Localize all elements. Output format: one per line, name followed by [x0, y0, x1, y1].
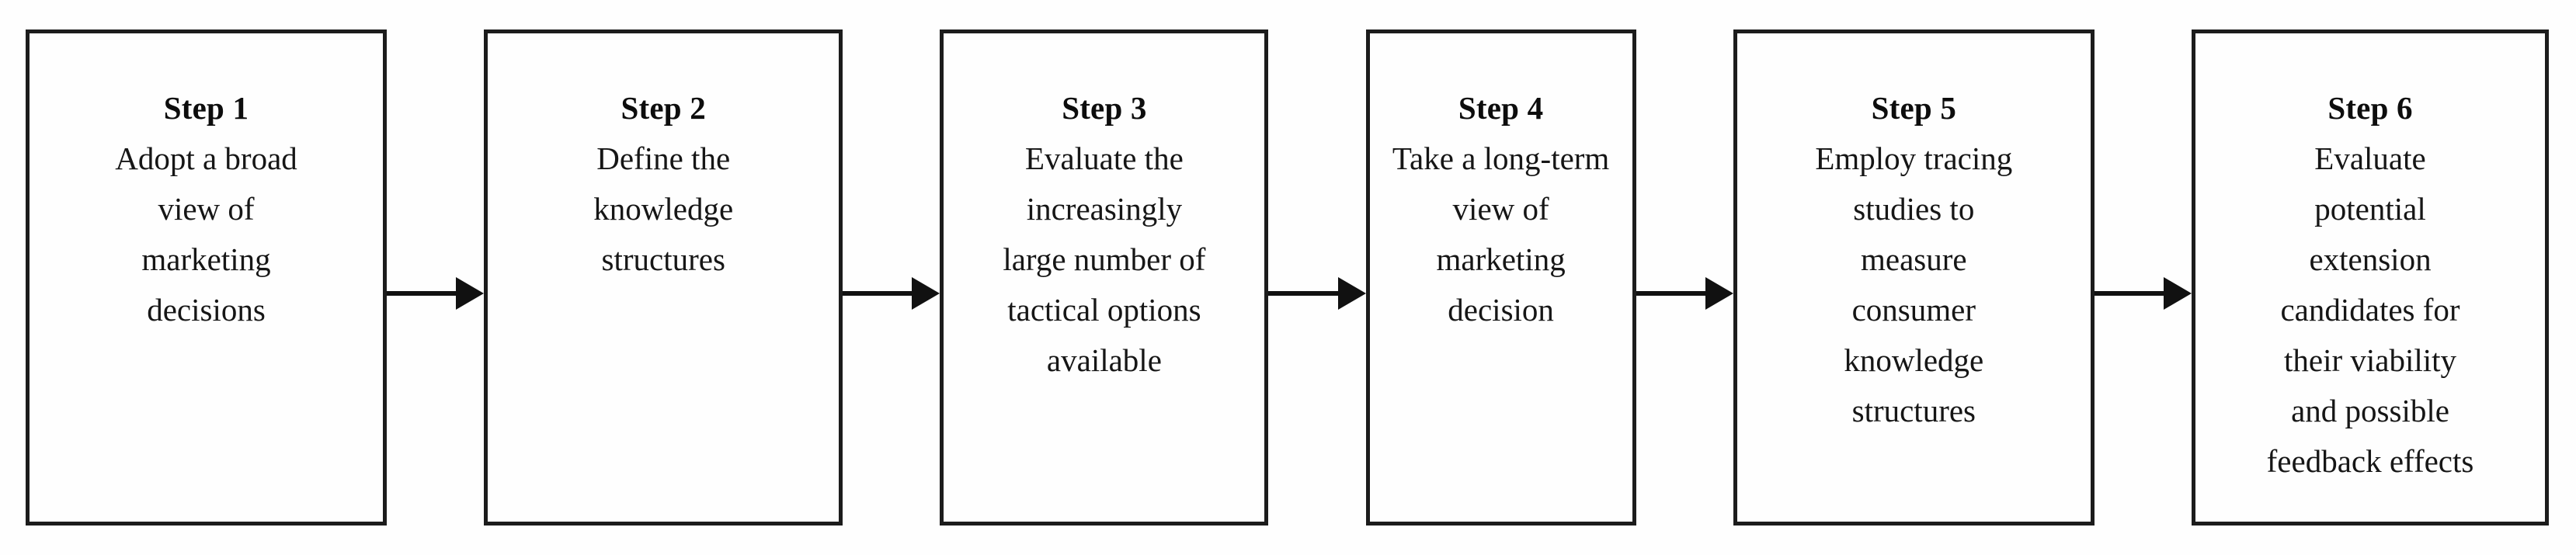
arrow-head — [1705, 277, 1733, 310]
step-body-line: measure — [1861, 241, 1967, 277]
connector-3-to-4 — [1268, 29, 1366, 526]
arrow-shaft — [1268, 291, 1339, 296]
step-title-3: Step 3 — [1062, 90, 1147, 126]
connector-2-to-3 — [843, 29, 940, 526]
step-body-3: Evaluate the increasingly large number o… — [954, 134, 1253, 386]
arrow-head — [456, 277, 485, 310]
step-body-1: Adopt a broad view of marketing decision… — [40, 134, 372, 335]
connector-4-to-5 — [1636, 29, 1733, 526]
step-body-line: increasingly — [1026, 191, 1183, 227]
step-title-4: Step 4 — [1458, 90, 1544, 126]
connector-5-to-6 — [2094, 29, 2192, 526]
step-body-line: tactical options — [1007, 292, 1201, 328]
step-body-line: Adopt a broad — [115, 140, 297, 176]
step-body-line: large number of — [1003, 241, 1206, 277]
arrow-right-icon — [1636, 277, 1733, 310]
connector-1-to-2 — [387, 29, 485, 526]
step-body-line: consumer — [1851, 292, 1976, 328]
step-body-line: extension — [2309, 241, 2432, 277]
step-title-5: Step 5 — [1871, 90, 1957, 126]
step-body-line: view of — [1452, 191, 1549, 227]
step-body-line: marketing — [141, 241, 271, 277]
arrow-head — [912, 277, 940, 310]
step-body-line: feedback effects — [2266, 443, 2474, 479]
arrow-shaft — [1636, 291, 1706, 296]
arrow-shaft — [843, 291, 913, 296]
step-body-line: marketing — [1436, 241, 1566, 277]
step-title-1: Step 1 — [163, 90, 249, 126]
arrow-right-icon — [2094, 277, 2192, 310]
step-box-6[interactable]: Step 6 Evaluate potential extension cand… — [2192, 29, 2550, 526]
step-box-2[interactable]: Step 2 Define the knowledge structures — [484, 29, 843, 526]
step-title-2: Step 2 — [621, 90, 706, 126]
step-title-6: Step 6 — [2327, 90, 2413, 126]
arrow-head — [1337, 277, 1366, 310]
step-body-line: available — [1046, 342, 1162, 378]
step-body-line: knowledge — [593, 191, 734, 227]
step-body-4: Take a long-term view of marketing decis… — [1381, 134, 1622, 335]
step-body-line: studies to — [1853, 191, 1975, 227]
arrow-head — [2164, 277, 2192, 310]
step-body-5: Employ tracing studies to measure consum… — [1748, 134, 2080, 436]
step-body-line: Evaluate — [2314, 140, 2426, 176]
step-body-line: structures — [601, 241, 725, 277]
step-body-line: structures — [1851, 393, 1976, 428]
step-body-line: Evaluate the — [1025, 140, 1184, 176]
step-box-5[interactable]: Step 5 Employ tracing studies to measure… — [1733, 29, 2095, 526]
step-body-line: view of — [158, 191, 255, 227]
step-body-2: Define the knowledge structures — [499, 134, 828, 285]
step-body-line: decision — [1448, 292, 1554, 328]
step-body-line: Define the — [596, 140, 731, 176]
step-body-line: their viability — [2283, 342, 2457, 378]
step-box-3[interactable]: Step 3 Evaluate the increasingly large n… — [940, 29, 1269, 526]
step-body-line: knowledge — [1844, 342, 1984, 378]
step-body-line: candidates for — [2280, 292, 2460, 328]
arrow-shaft — [2094, 291, 2165, 296]
arrow-right-icon — [1268, 277, 1366, 310]
step-body-line: decisions — [147, 292, 266, 328]
arrow-right-icon — [843, 277, 940, 310]
arrow-right-icon — [387, 277, 485, 310]
step-body-line: potential — [2314, 191, 2426, 227]
step-body-6: Evaluate potential extension candidates … — [2206, 134, 2534, 487]
step-body-line: and possible — [2291, 393, 2449, 428]
step-box-4[interactable]: Step 4 Take a long-term view of marketin… — [1365, 29, 1636, 526]
step-body-line: Take a long-term — [1392, 140, 1610, 176]
arrow-shaft — [387, 291, 457, 296]
step-body-line: Employ tracing — [1815, 140, 2013, 176]
step-box-1[interactable]: Step 1 Adopt a broad view of marketing d… — [26, 29, 387, 526]
